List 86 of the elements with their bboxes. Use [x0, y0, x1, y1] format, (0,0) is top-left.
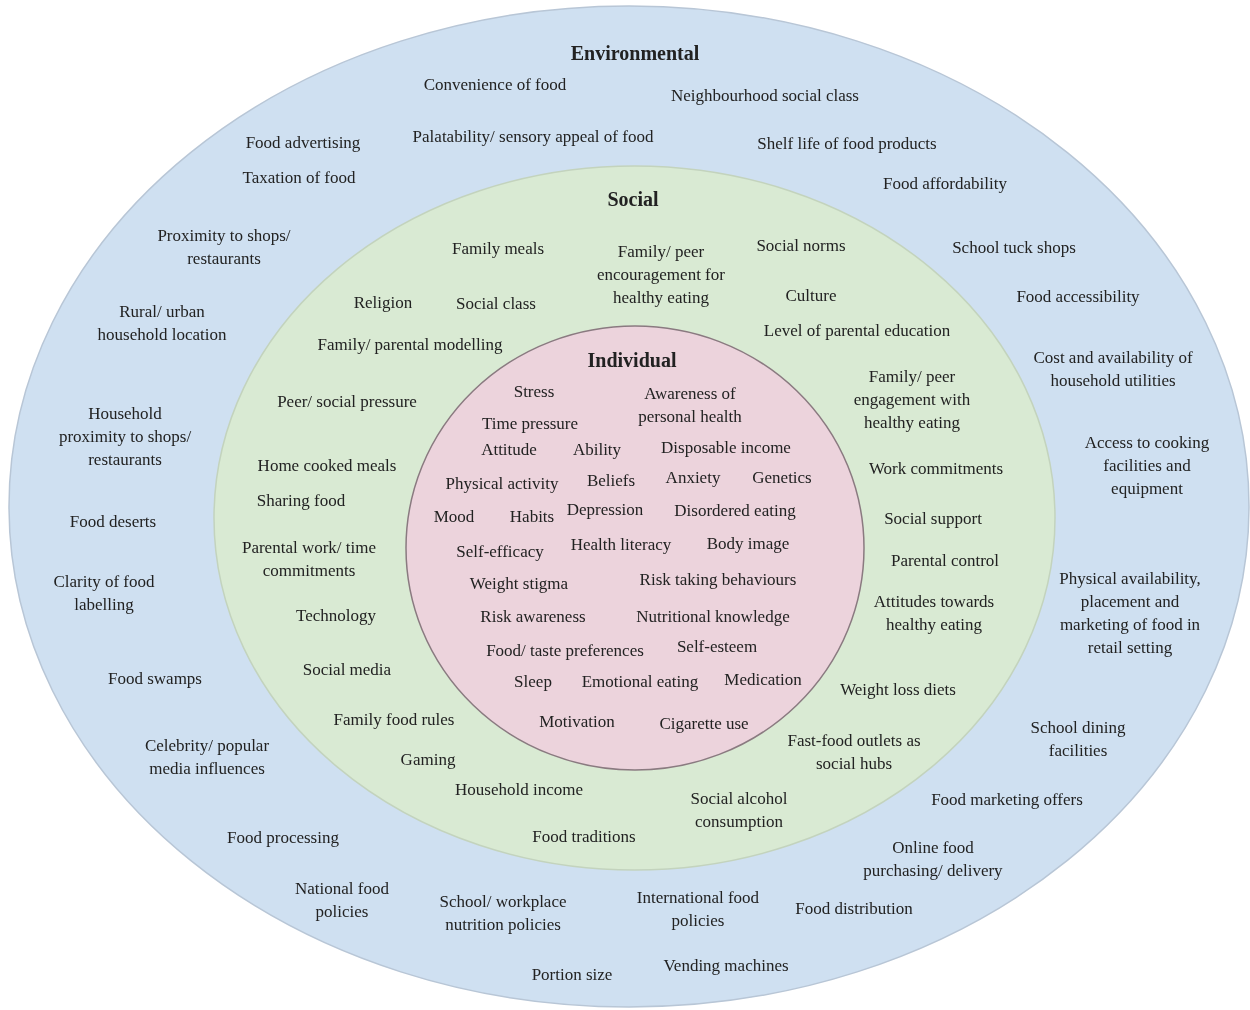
factor-label: Weight loss diets [840, 679, 956, 701]
factor-label: Household proximity to shops/ restaurants [57, 403, 193, 471]
factor-label: Beliefs [586, 470, 636, 492]
factor-label: Food marketing offers [931, 789, 1083, 811]
factor-label: Attitude [481, 439, 537, 461]
factor-label: Stress [513, 381, 555, 403]
factor-label: Medication [724, 669, 802, 691]
factor-label: Rural/ urban household location [97, 301, 227, 346]
factor-label: Habits [509, 506, 555, 528]
factor-label: Physical activity [445, 473, 559, 495]
layer-heading: Environmental [570, 42, 700, 65]
factor-label: Technology [296, 605, 376, 627]
factor-label: Anxiety [665, 467, 721, 489]
factor-label: Emotional eating [581, 671, 699, 693]
factor-label: Portion size [531, 964, 613, 986]
factor-label: Food swamps [108, 668, 202, 690]
factor-label: Level of parental education [763, 320, 951, 342]
factor-label: Family food rules [333, 709, 455, 731]
factor-label: Family meals [451, 238, 545, 260]
factor-label: Food/ taste preferences [486, 640, 644, 662]
factor-label: Self-efficacy [456, 541, 544, 563]
factor-label: Mood [433, 506, 475, 528]
factor-label: Genetics [752, 467, 812, 489]
layer-heading: Individual [587, 349, 677, 372]
factor-label: Peer/ social pressure [277, 391, 417, 413]
factor-label: National food policies [294, 878, 390, 923]
factor-label: Palatability/ sensory appeal of food [412, 126, 654, 148]
factor-label: Social support [884, 508, 982, 530]
factor-label: Health literacy [570, 534, 672, 556]
factor-label: Weight stigma [469, 573, 569, 595]
factor-label: Food accessibility [1016, 286, 1140, 308]
factor-label: Cost and availability of household utilities [1032, 347, 1194, 392]
factor-label: Physical availability, placement and marketing of food in retail setting [1058, 568, 1202, 659]
factor-label: Social norms [756, 235, 846, 257]
factor-label: Food advertising [245, 132, 361, 154]
factor-label: Household income [455, 779, 583, 801]
factor-label: School tuck shops [952, 237, 1076, 259]
factor-label: Motivation [539, 711, 615, 733]
factor-label: Social class [456, 293, 536, 315]
factor-label: Gaming [400, 749, 456, 771]
factor-label: Shelf life of food products [757, 133, 937, 155]
factor-label: School dining facilities [1029, 717, 1127, 762]
factor-label: Body image [706, 533, 790, 555]
factor-label: Attitudes towards healthy eating [872, 591, 996, 636]
factor-label: Fast-food outlets as social hubs [786, 730, 922, 775]
factor-label: Disposable income [661, 437, 791, 459]
factor-label: Sleep [514, 671, 552, 693]
factor-label: Risk awareness [480, 606, 586, 628]
factor-label: Online food purchasing/ delivery [862, 837, 1004, 882]
factor-label: Taxation of food [242, 167, 356, 189]
factor-label: International food policies [635, 887, 761, 932]
factor-label: Parental control [890, 550, 1000, 572]
factor-label: Food distribution [795, 898, 913, 920]
factor-label: Food traditions [532, 826, 636, 848]
layer-heading: Social [607, 188, 659, 211]
factor-label: Food affordability [883, 173, 1007, 195]
factor-label: School/ workplace nutrition policies [438, 891, 568, 936]
factor-label: Religion [353, 292, 413, 314]
factor-label: Culture [785, 285, 837, 307]
factor-label: Convenience of food [423, 74, 567, 96]
factor-label: Social alcohol consumption [689, 788, 789, 833]
factor-label: Food deserts [69, 511, 157, 533]
factor-label: Home cooked meals [257, 455, 397, 477]
factor-label: Sharing food [256, 490, 346, 512]
factor-label: Neighbourhood social class [671, 85, 859, 107]
factor-label: Access to cooking facilities and equipment [1083, 432, 1211, 500]
factor-label: Vending machines [663, 955, 789, 977]
factor-label: Self-esteem [676, 636, 758, 658]
factor-label: Clarity of food labelling [52, 571, 156, 616]
factor-label: Nutritional knowledge [636, 606, 790, 628]
factor-label: Ability [572, 439, 622, 461]
factor-label: Depression [566, 499, 644, 521]
factor-label: Social media [302, 659, 392, 681]
factor-label: Food processing [227, 827, 339, 849]
factor-label: Cigarette use [659, 713, 749, 735]
factor-label: Time pressure [481, 413, 579, 435]
factor-label: Family/ peer encouragement for healthy eating [596, 241, 726, 309]
factor-label: Risk taking behaviours [639, 569, 797, 591]
factor-label: Proximity to shops/ restaurants [156, 225, 292, 270]
factor-label: Family/ peer engagement with healthy eating [852, 366, 972, 434]
factor-label: Celebrity/ popular media influences [143, 735, 271, 780]
factor-label: Parental work/ time commitments [240, 537, 378, 582]
factor-label: Family/ parental modelling [317, 334, 503, 356]
factor-label: Awareness of personal health [637, 383, 743, 428]
factor-label: Work commitments [868, 458, 1004, 480]
factor-label: Disordered eating [674, 500, 796, 522]
